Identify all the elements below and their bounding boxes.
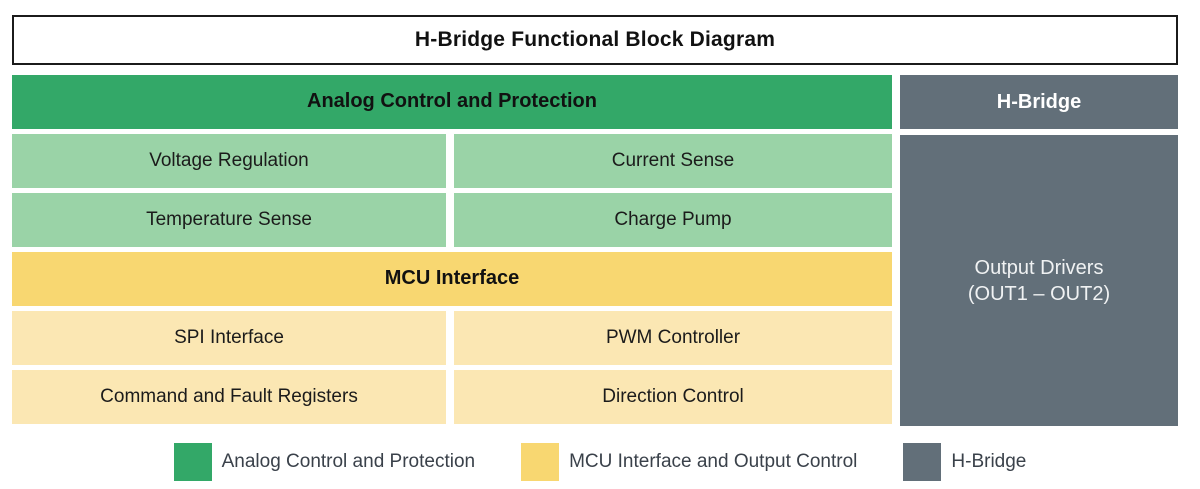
block-current-sense: Current Sense [454, 134, 892, 188]
block-label: Analog Control and Protection [307, 90, 597, 113]
block-label: Charge Pump [614, 208, 732, 230]
block-direction-control: Direction Control [454, 370, 892, 424]
legend-item-analog: Analog Control and Protection [173, 443, 476, 481]
block-voltage-regulation: Voltage Regulation [12, 134, 446, 188]
block-analog-control-and-protection-header: Analog Control and Protection [12, 75, 892, 129]
page-title: H-Bridge Functional Block Diagram [414, 28, 776, 51]
legend-label-hbridge: H-Bridge [951, 451, 1027, 472]
block-label: Current Sense [611, 149, 735, 171]
block-label: Voltage Regulation [149, 149, 309, 171]
block-output-drivers: Output Drivers (OUT1 – OUT2) [900, 135, 1178, 426]
legend-swatch-analog [173, 443, 212, 481]
legend: Analog Control and Protection MCU Interf… [0, 438, 1200, 486]
block-label: H-Bridge [996, 90, 1082, 113]
block-label: SPI Interface [174, 326, 284, 348]
legend-swatch-hbridge [903, 443, 942, 481]
output-drivers-line-2: (OUT1 – OUT2) [967, 282, 1111, 305]
block-label: PWM Controller [605, 326, 741, 348]
legend-label-analog: Analog Control and Protection [221, 451, 476, 472]
block-label: Direction Control [602, 385, 744, 407]
block-h-bridge-header: H-Bridge [900, 75, 1178, 129]
block-command-and-fault-registers: Command and Fault Registers [12, 370, 446, 424]
block-spi-interface: SPI Interface [12, 311, 446, 365]
block-charge-pump: Charge Pump [454, 193, 892, 247]
block-label: Temperature Sense [146, 208, 312, 230]
block-label: MCU Interface [384, 267, 520, 290]
legend-item-hbridge: H-Bridge [903, 443, 1026, 481]
diagram-title-box: H-Bridge Functional Block Diagram [12, 15, 1178, 65]
right-column: H-Bridge Output Drivers (OUT1 – OUT2) [900, 75, 1178, 426]
left-column: Analog Control and Protection Voltage Re… [12, 75, 892, 426]
block-mcu-interface-header: MCU Interface [12, 252, 892, 306]
block-label: Command and Fault Registers [100, 385, 358, 407]
diagram-body: Analog Control and Protection Voltage Re… [12, 75, 1178, 426]
block-pwm-controller: PWM Controller [454, 311, 892, 365]
output-drivers-line-1: Output Drivers [974, 256, 1104, 279]
legend-swatch-mcu [521, 443, 560, 481]
legend-label-mcu: MCU Interface and Output Control [569, 451, 858, 472]
block-temperature-sense: Temperature Sense [12, 193, 446, 247]
legend-item-mcu: MCU Interface and Output Control [521, 443, 857, 481]
